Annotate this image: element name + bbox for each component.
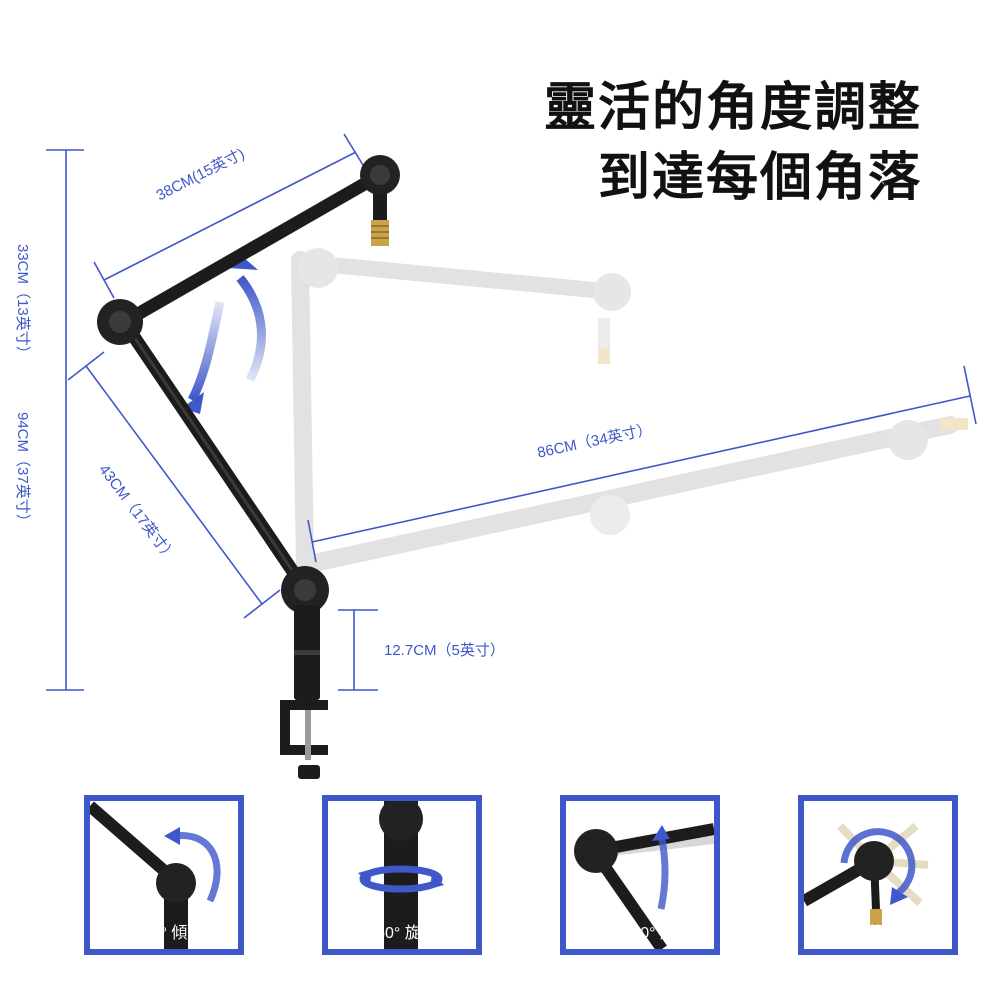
gimbal-detail-icon bbox=[804, 822, 929, 925]
joint-knob-icon bbox=[97, 155, 400, 614]
boom-arm bbox=[117, 168, 389, 592]
feature-caption: +100° 傾斜 bbox=[124, 925, 204, 942]
left-height-dimension-a: 33CM（13英寸） bbox=[14, 244, 31, 361]
dimension-lines bbox=[46, 133, 977, 691]
base-height-dimension: 12.7CM（5英寸） bbox=[384, 642, 505, 659]
rotate-detail-icon bbox=[358, 801, 444, 949]
tilt-detail-icon bbox=[90, 801, 221, 949]
feature-caption: -240° 萬向調節 bbox=[824, 925, 932, 942]
feature-card-swivel: +45°/-90° 旋轉 bbox=[560, 795, 720, 955]
feature-card-rotate: 360° 旋轉 bbox=[322, 795, 482, 955]
ghost-arm-positions bbox=[291, 248, 968, 574]
desk-clamp bbox=[280, 605, 328, 779]
headline-line-2: 到達每個角落 bbox=[597, 148, 922, 208]
feature-card-tilt: +100° 傾斜 bbox=[84, 795, 244, 955]
feature-card-gimbal: -240° 萬向調節 bbox=[798, 795, 958, 955]
feature-caption: +45°/-90° 旋轉 bbox=[588, 925, 692, 942]
left-height-dimension-b: 94CM（37英寸） bbox=[14, 412, 31, 529]
headline-line-1: 靈活的角度調整 bbox=[543, 78, 922, 138]
swivel-detail-icon bbox=[574, 823, 714, 949]
feature-caption: 360° 旋轉 bbox=[367, 925, 437, 942]
